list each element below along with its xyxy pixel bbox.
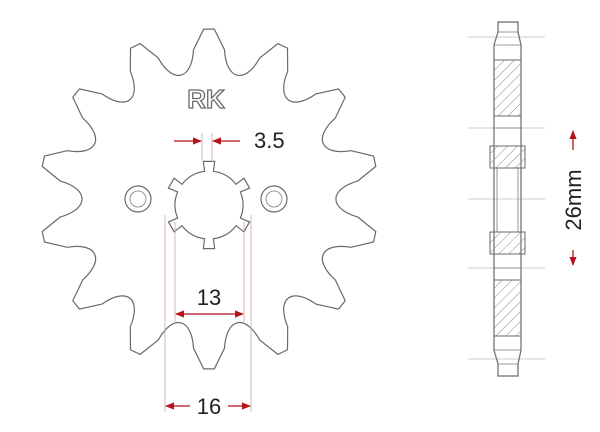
hatch-hub-top <box>489 145 526 169</box>
dimension-outer-diameter: 16 <box>164 215 252 419</box>
sprocket-outline <box>41 28 377 370</box>
dim-label-spline-width: 3.5 <box>254 128 285 153</box>
side-view: 26mm <box>468 21 586 377</box>
bolt-hole-left-inner <box>129 190 147 208</box>
dimension-spline-width: 3.5 <box>174 128 285 160</box>
dim-label-inner-diameter: 13 <box>197 285 221 310</box>
splined-bore <box>167 160 251 250</box>
hatch-top <box>493 59 522 117</box>
brand-logo: RK <box>187 84 225 114</box>
dimension-inner-diameter: 13 <box>174 222 245 322</box>
hatch-hub-bottom <box>489 231 526 255</box>
bolt-hole-right-inner <box>265 190 283 208</box>
dim-label-thickness: 26mm <box>561 169 586 230</box>
bolt-hole-right <box>260 185 288 213</box>
hatch-bottom <box>493 279 522 337</box>
bolt-hole-left <box>124 185 152 213</box>
dim-label-outer-diameter: 16 <box>197 394 221 419</box>
